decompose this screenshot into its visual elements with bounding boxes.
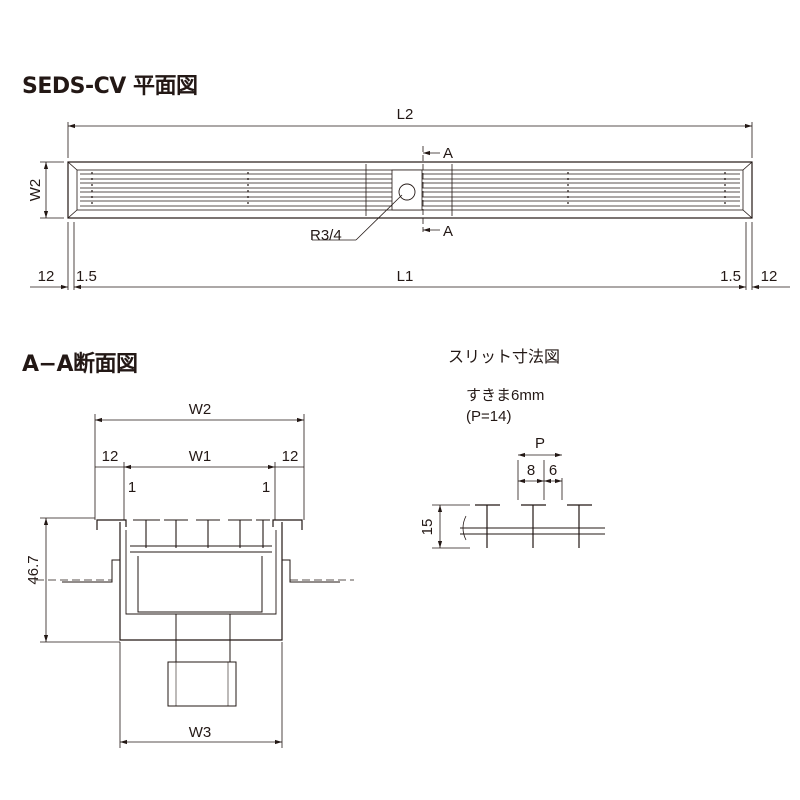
section-left-margin: 12 — [102, 448, 119, 465]
outlet-circle — [398, 183, 416, 201]
slit-dim-15: 15 — [419, 519, 436, 536]
support-bar-marks — [91, 172, 726, 208]
section-view — [36, 414, 354, 748]
outlet-box — [391, 169, 423, 211]
slit-t-bars — [475, 504, 592, 548]
grating-bars — [133, 519, 270, 548]
left-flange — [96, 519, 127, 530]
section-w1-label: W1 — [189, 448, 212, 465]
plan-section-mark-top: A — [443, 145, 453, 162]
section-w3-label: W3 — [189, 724, 212, 741]
right-flange — [272, 519, 303, 530]
plan-l2-label: L2 — [397, 106, 414, 123]
plan-l1-label: L1 — [397, 268, 414, 285]
section-height-label: 46.7 — [25, 555, 42, 584]
section-left-gap: 1 — [128, 479, 136, 496]
slit-pitch-note: (P=14) — [466, 408, 511, 425]
slit-dim-8: 8 — [527, 462, 535, 479]
plan-left-offset: 1.5 — [76, 268, 97, 285]
slit-pitch-label: P — [535, 435, 545, 452]
plan-view-title: SEDS-CV 平面図 — [22, 74, 198, 99]
plan-right-offset: 1.5 — [720, 268, 741, 285]
slit-detail — [432, 452, 605, 549]
slit-gap-note: すきま6mm — [466, 387, 544, 404]
channel-body — [119, 522, 283, 641]
grating-outer-frame — [67, 161, 753, 219]
inner-pan — [137, 556, 263, 613]
plan-right-margin: 12 — [761, 268, 778, 285]
outlet-pipe — [175, 613, 231, 663]
plan-section-mark-bottom: A — [443, 223, 453, 240]
section-right-margin: 12 — [282, 448, 299, 465]
section-right-gap: 1 — [262, 479, 270, 496]
section-w2-label: W2 — [189, 401, 212, 418]
outlet-leader — [355, 194, 403, 241]
slit-title: スリット寸法図 — [448, 348, 560, 366]
plan-left-margin: 12 — [38, 268, 55, 285]
slit-dim-6: 6 — [549, 462, 557, 479]
plan-outlet-label: R3/4 — [310, 227, 342, 244]
plan-w2-label: W2 — [27, 179, 44, 202]
outlet-thread — [167, 661, 237, 707]
plan-view — [30, 122, 790, 290]
section-view-title: A−A断面図 — [22, 352, 138, 377]
